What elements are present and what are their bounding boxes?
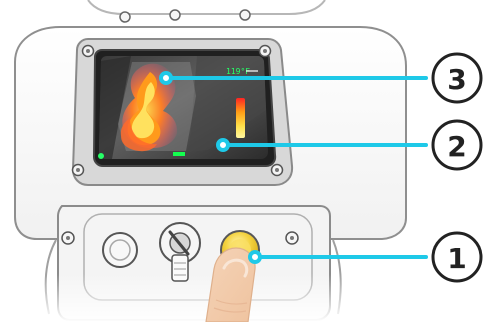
- left-button[interactable]: [103, 233, 137, 267]
- knob-stem: [172, 255, 188, 281]
- housing-top-screws: [120, 10, 250, 22]
- callout-point-1: [250, 252, 260, 262]
- lower-screw-left-center: [66, 236, 70, 240]
- top-screw-right: [240, 10, 250, 20]
- callout-label-2: 2: [447, 130, 466, 163]
- lower-screw-right-center: [290, 236, 294, 240]
- top-screw-middle: [170, 10, 180, 20]
- screw-top-left-center: [86, 49, 90, 53]
- display-top-mark: [246, 70, 258, 72]
- callout-label-3: 3: [447, 63, 466, 96]
- color-temperature-bar: [236, 98, 245, 138]
- callout-point-3: [161, 73, 171, 83]
- screw-top-right-center: [263, 49, 267, 53]
- callout-label-1: 1: [447, 242, 466, 275]
- callout-badges: 3 2 1: [433, 54, 481, 281]
- callout-point-2: [218, 140, 228, 150]
- status-dot: [98, 153, 104, 159]
- screen-assembly: 119°F: [73, 39, 293, 185]
- top-screw-left: [120, 12, 130, 22]
- screw-bottom-left-center: [76, 168, 80, 172]
- battery-indicator: [173, 152, 185, 156]
- screw-bottom-right-center: [275, 168, 279, 172]
